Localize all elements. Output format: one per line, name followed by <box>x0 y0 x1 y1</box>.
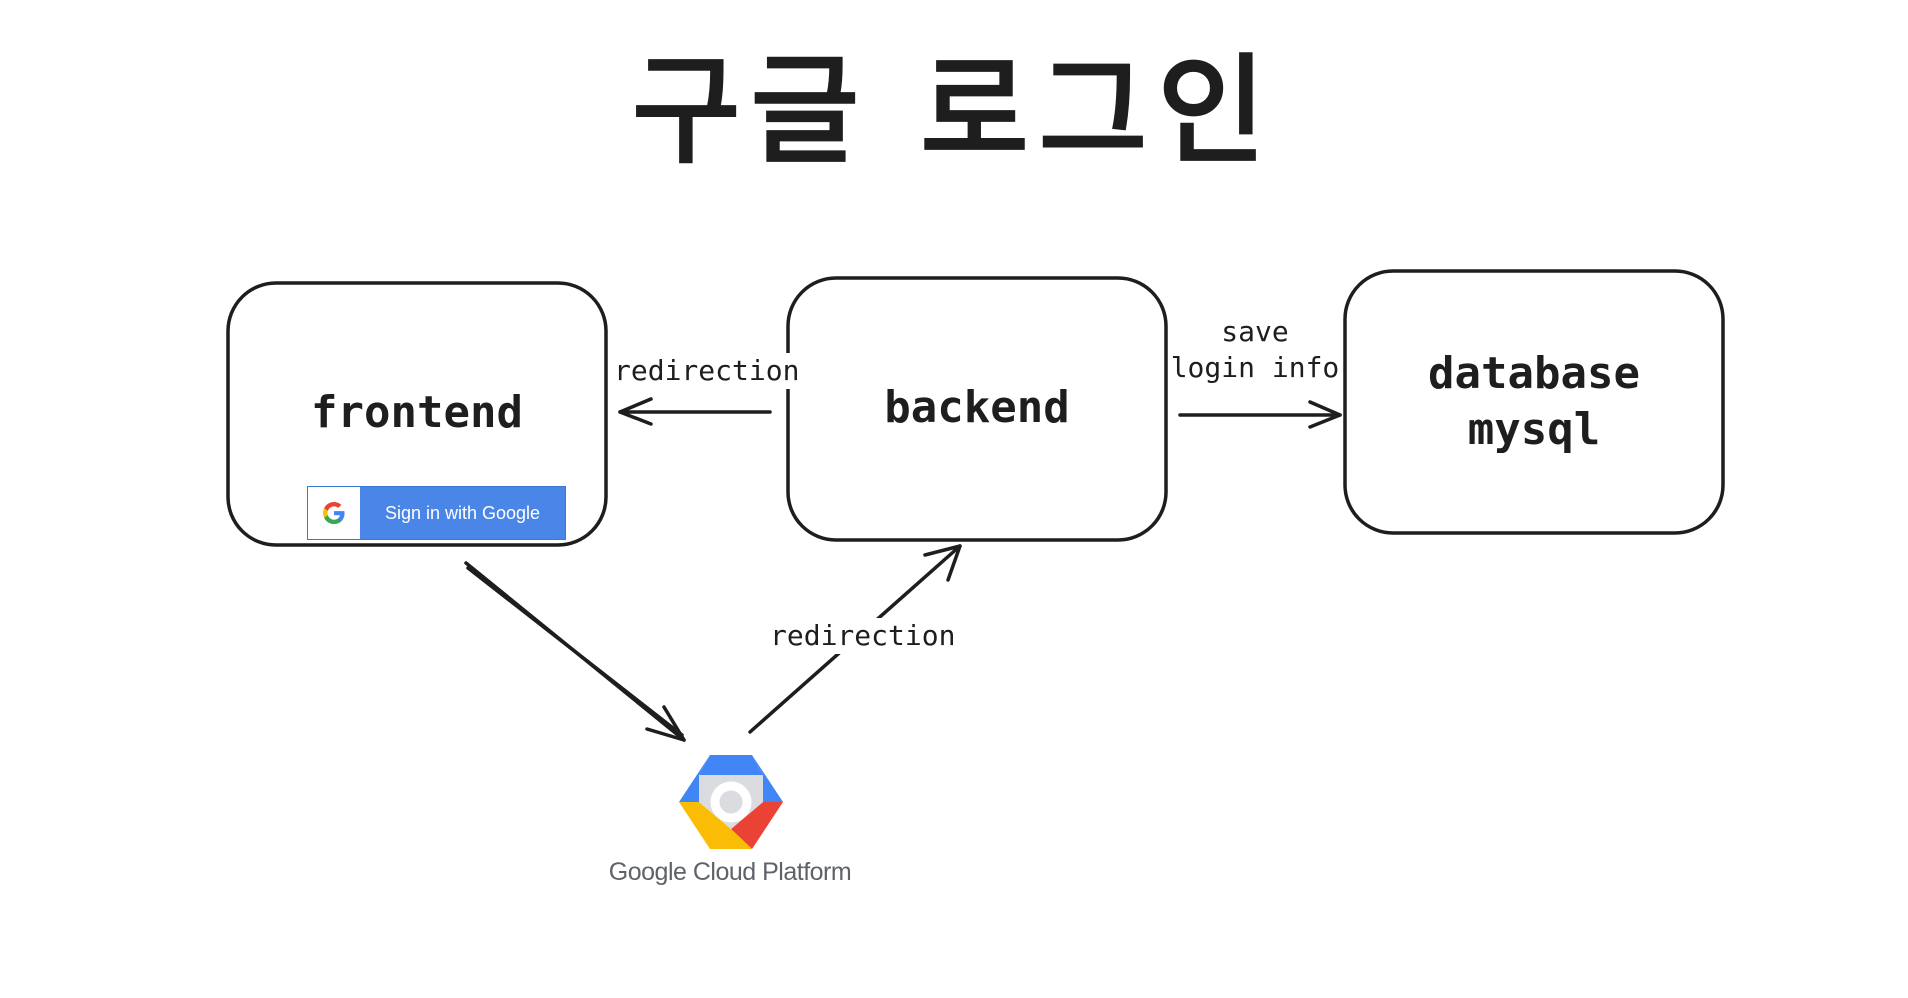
frontend-node: frontend <box>228 385 606 441</box>
sign-in-with-google-button[interactable]: Sign in with Google <box>307 486 566 540</box>
edge-label-login-info: login info <box>1170 351 1340 384</box>
edge-label-backend-frontend: redirection <box>614 353 800 389</box>
backend-node: backend <box>788 380 1166 436</box>
arrow-backend-to-database <box>1178 400 1342 429</box>
backend-label: backend <box>884 382 1070 433</box>
database-node: database mysql <box>1345 346 1723 458</box>
diagram-title: 구글 로그인 <box>632 42 1276 180</box>
database-box <box>1343 269 1725 535</box>
edge-label-gcp-backend: redirection <box>770 618 956 654</box>
google-g-icon <box>308 487 360 539</box>
arrow-backend-to-frontend <box>618 397 772 426</box>
google-cloud-hexagon-icon <box>679 755 783 849</box>
edge-label-backend-database: save login info <box>1170 314 1340 386</box>
database-engine-label: mysql <box>1467 404 1601 455</box>
gcp-wordmark: Google Cloud Platform <box>608 858 852 886</box>
sign-in-label: Sign in with Google <box>384 503 541 523</box>
frontend-box <box>226 281 608 547</box>
edge-label-save: save <box>1221 315 1289 348</box>
frontend-label: frontend <box>311 387 523 438</box>
database-label: database <box>1428 348 1640 399</box>
arrow-frontend-to-gcp <box>464 561 686 742</box>
backend-box <box>786 276 1168 542</box>
